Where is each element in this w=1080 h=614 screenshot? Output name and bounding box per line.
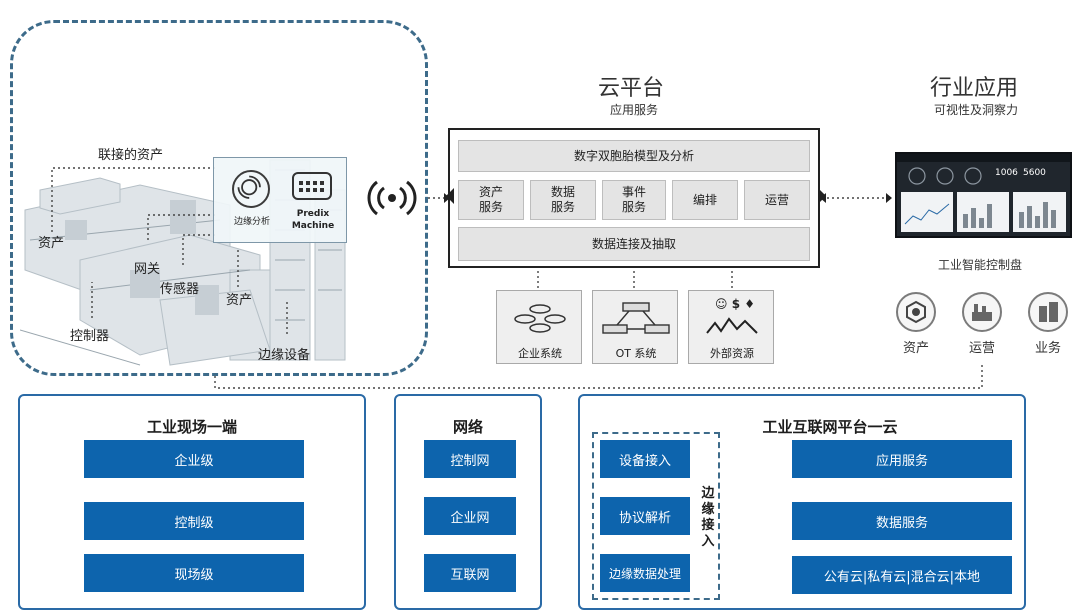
- enterprise-system-box[interactable]: 企业系统: [496, 290, 582, 364]
- industry-app-title: 行业应用: [930, 76, 1019, 101]
- industrial-dashboard-screenshot: 1006 5600: [895, 152, 1072, 238]
- controller-label: 控制器: [70, 329, 110, 344]
- factory-icon[interactable]: [962, 292, 1002, 332]
- network-title: 网络: [452, 418, 483, 436]
- dashboard-visual: [897, 154, 1070, 232]
- cloud-platform-title: 云平台: [598, 76, 665, 101]
- connected-assets-label: 联接的资产: [98, 148, 164, 163]
- dollar-symbol: $: [731, 297, 741, 311]
- external-resources-box[interactable]: ☺ $ ♦ 外部资源: [688, 290, 774, 364]
- edge-access-label: 边缘接入: [701, 486, 715, 549]
- edge-gateway-panel: 边缘分析 Predix Machine: [213, 157, 347, 243]
- trend-line-icon: [706, 317, 758, 334]
- network-switch-icon: [602, 302, 670, 334]
- event-service-box[interactable]: 事件 服务: [602, 180, 666, 220]
- dashboard-label: 工业智能控制盘: [938, 258, 1023, 272]
- protocol-parsing-button[interactable]: 协议解析: [600, 497, 690, 535]
- industrial-internet-platform-panel: 工业互联网平台一云 设备接入 协议解析 边缘数据处理 边缘接入 应用服务 数据服…: [578, 394, 1026, 610]
- predix-label-line1: Predix: [296, 209, 330, 219]
- external-resources-icon: ☺ $ ♦: [715, 297, 755, 311]
- digital-twin-box[interactable]: 数字双胞胎模型及分析: [458, 140, 810, 172]
- app-label-business: 业务: [1035, 341, 1062, 356]
- dashboard-value-2: 5600: [1023, 168, 1046, 178]
- asset-service-box[interactable]: 资产 服务: [458, 180, 524, 220]
- platform-title: 工业互联网平台一云: [762, 418, 898, 436]
- wireless-signal-icon: [367, 180, 417, 216]
- dashboard-value-1: 1006: [995, 168, 1018, 178]
- ot-system-label: OT 系统: [615, 347, 657, 360]
- application-service-button[interactable]: 应用服务: [792, 440, 1012, 478]
- internet-button[interactable]: 互联网: [424, 554, 516, 592]
- operations-box[interactable]: 运营: [744, 180, 810, 220]
- bracket-right-notch: [818, 188, 826, 204]
- edge-analysis-label: 边缘分析: [233, 217, 270, 227]
- enterprise-network-button[interactable]: 企业网: [424, 497, 516, 535]
- bracket-left-notch: [446, 188, 454, 204]
- asset-label-left: 资产: [38, 236, 65, 251]
- buildings-icon[interactable]: [1028, 292, 1068, 332]
- data-service-button[interactable]: 数据服务: [792, 502, 1012, 540]
- field-level-button[interactable]: 现场级: [84, 554, 304, 592]
- external-resources-label: 外部资源: [710, 347, 754, 360]
- data-service-box[interactable]: 数据 服务: [530, 180, 596, 220]
- field-end-title: 工业现场一端: [146, 418, 237, 436]
- network-panel: 网络 控制网 企业网 互联网: [394, 394, 542, 610]
- asset-label-center: 资产: [226, 293, 253, 308]
- data-connect-box[interactable]: 数据连接及抽取: [458, 227, 810, 261]
- device-access-button[interactable]: 设备接入: [600, 440, 690, 478]
- cloud-platform-subtitle: 应用服务: [610, 103, 659, 117]
- gateway-label: 网关: [134, 262, 161, 277]
- control-level-button[interactable]: 控制级: [84, 502, 304, 540]
- database-icon: [514, 304, 566, 333]
- edge-analysis-icon: [232, 170, 270, 208]
- orchestration-box[interactable]: 编排: [672, 180, 738, 220]
- predix-label-line2: Machine: [291, 221, 335, 231]
- field-end-panel: 工业现场一端 企业级 控制级 现场级: [18, 394, 366, 610]
- enterprise-level-button[interactable]: 企业级: [84, 440, 304, 478]
- ot-system-box[interactable]: OT 系统: [592, 290, 678, 364]
- sensor-label: 传感器: [160, 282, 200, 297]
- edge-access-frame: [592, 432, 720, 600]
- industry-app-subtitle: 可视性及洞察力: [934, 103, 1019, 117]
- enterprise-system-label: 企业系统: [518, 347, 562, 360]
- predix-machine-icon: [292, 172, 332, 200]
- app-label-asset: 资产: [903, 341, 930, 356]
- cloud-deployment-button[interactable]: 公有云|私有云|混合云|本地: [792, 556, 1012, 594]
- asset-icon[interactable]: [896, 292, 936, 332]
- app-label-operations: 运营: [969, 341, 996, 356]
- edge-data-processing-button[interactable]: 边缘数据处理: [600, 554, 690, 592]
- control-network-button[interactable]: 控制网: [424, 440, 516, 478]
- edge-device-label: 边缘设备: [258, 348, 311, 363]
